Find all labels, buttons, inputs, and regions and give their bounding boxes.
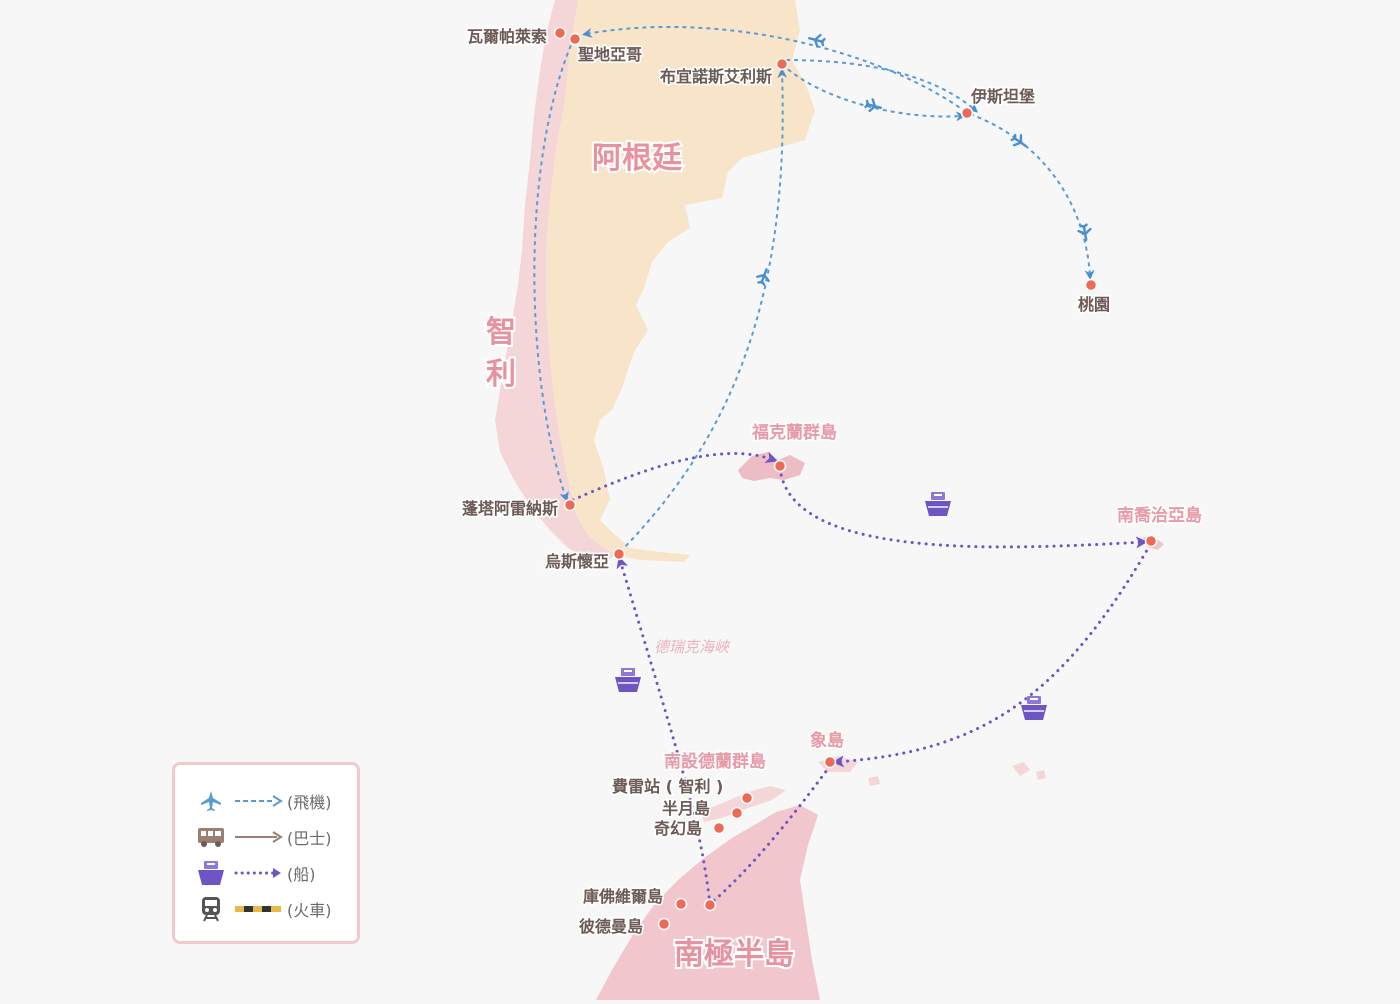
south-shetland-label: 南設德蘭群島 — [664, 751, 766, 772]
istanbul-dot — [960, 106, 974, 120]
ship-elephant-peninsula — [708, 764, 832, 906]
legend-label-ship: (船) — [287, 865, 316, 884]
taoyuan-dot — [1084, 278, 1098, 292]
ushuaia-dot — [612, 547, 626, 561]
ship-routes — [571, 451, 1152, 906]
flight-istanbul-santiago — [582, 25, 967, 113]
frei-station-label: 費雷站 ( 智利 ) — [612, 777, 723, 796]
south-georgia-label: 南喬治亞島 — [1117, 505, 1202, 526]
peninsula-landing-dot — [703, 898, 717, 912]
chile-label-1: 智 — [486, 315, 516, 350]
flight-routes — [533, 25, 1095, 553]
falklands-land — [738, 452, 805, 481]
cuverville-dot — [674, 897, 688, 911]
legend: (飛機) (巴士) (船) (火車) — [172, 762, 360, 944]
ship-falklands-south-georgia — [778, 466, 1148, 549]
frei-station-dot — [740, 791, 754, 805]
legend-item-train: (火車) — [195, 895, 332, 923]
deception-label: 奇幻島 — [654, 819, 702, 838]
south-shetland-land — [700, 786, 786, 822]
place-dots — [553, 26, 1158, 931]
flight-buenos-aires-istanbul-upper — [785, 59, 979, 113]
ship-punta-arenas-falklands — [571, 451, 778, 502]
ship-peninsula-ushuaia — [616, 556, 712, 906]
legend-item-ship: (船) — [195, 859, 316, 887]
antarctic-peninsula-label: 南極半島 — [674, 937, 794, 972]
legend-item-flight: (飛機) — [195, 787, 332, 815]
argentina-label: 阿根廷 — [592, 141, 682, 176]
ship-markers — [615, 492, 1047, 720]
bus-icon — [195, 823, 227, 851]
elephant-island-land — [818, 756, 858, 772]
small-islands — [868, 762, 1046, 786]
valparaiso-dot — [553, 26, 567, 40]
legend-label-bus: (巴士) — [287, 829, 332, 848]
falklands-label: 福克蘭群島 — [751, 422, 837, 443]
istanbul-label: 伊斯坦堡 — [970, 87, 1035, 106]
santiago-label: 聖地亞哥 — [578, 45, 642, 64]
buenos-aires-dot — [775, 57, 789, 71]
ship-icon — [195, 859, 227, 887]
drake-passage-label: 德瑞克海峽 — [654, 638, 731, 656]
legend-line-flight — [235, 795, 283, 807]
buenos-aires-label: 布宜諾斯艾利斯 — [660, 67, 772, 86]
elephant-island-dot — [823, 755, 837, 769]
legend-label-flight: (飛機) — [287, 793, 332, 812]
cuverville-label: 庫佛維爾島 — [583, 887, 663, 906]
elephant-island-label: 象島 — [810, 730, 844, 751]
argentina-land — [546, 0, 815, 562]
airplane-icon — [863, 96, 884, 115]
legend-line-bus — [235, 831, 283, 843]
flight-buenos-aires-istanbul — [781, 63, 966, 122]
petermann-label: 彼德曼島 — [579, 917, 643, 936]
half-moon-label: 半月島 — [662, 799, 710, 818]
legend-item-bus: (巴士) — [195, 823, 332, 851]
flight-santiago-punta-arenas — [533, 37, 575, 502]
legend-line-train — [235, 906, 281, 912]
airplane-icon — [1008, 131, 1031, 153]
flight-ushuaia-buenos-aires — [619, 68, 788, 553]
punta-arenas-dot — [563, 498, 577, 512]
legend-line-ship — [234, 868, 281, 878]
punta-arenas-label: 蓬塔阿雷納斯 — [462, 499, 558, 518]
chile-label-2: 利 — [486, 357, 516, 392]
half-moon-dot — [730, 806, 744, 820]
legend-label-train: (火車) — [287, 901, 332, 920]
place-labels: 瓦爾帕萊索 聖地亞哥 布宜諾斯艾利斯 伊斯坦堡 桃園 蓬塔阿雷納斯 烏斯懷亞 福… — [460, 26, 1203, 938]
airplane-markers — [754, 31, 1094, 287]
south-georgia-dot — [1144, 534, 1158, 548]
taoyuan-label: 桃園 — [1078, 295, 1110, 314]
flight-istanbul-taoyuan — [969, 113, 1095, 280]
airplane-icon — [195, 787, 227, 815]
ship-icon — [925, 492, 951, 516]
valparaiso-label: 瓦爾帕萊索 — [467, 27, 547, 46]
ship-icon — [615, 668, 641, 692]
ship-south-georgia-elephant — [832, 543, 1152, 768]
petermann-dot — [657, 917, 671, 931]
chile-land — [495, 0, 615, 562]
train-icon — [195, 895, 227, 923]
santiago-dot — [568, 32, 582, 46]
deception-dot — [712, 821, 726, 835]
ushuaia-label: 烏斯懷亞 — [545, 552, 609, 571]
falklands-dot — [773, 459, 787, 473]
